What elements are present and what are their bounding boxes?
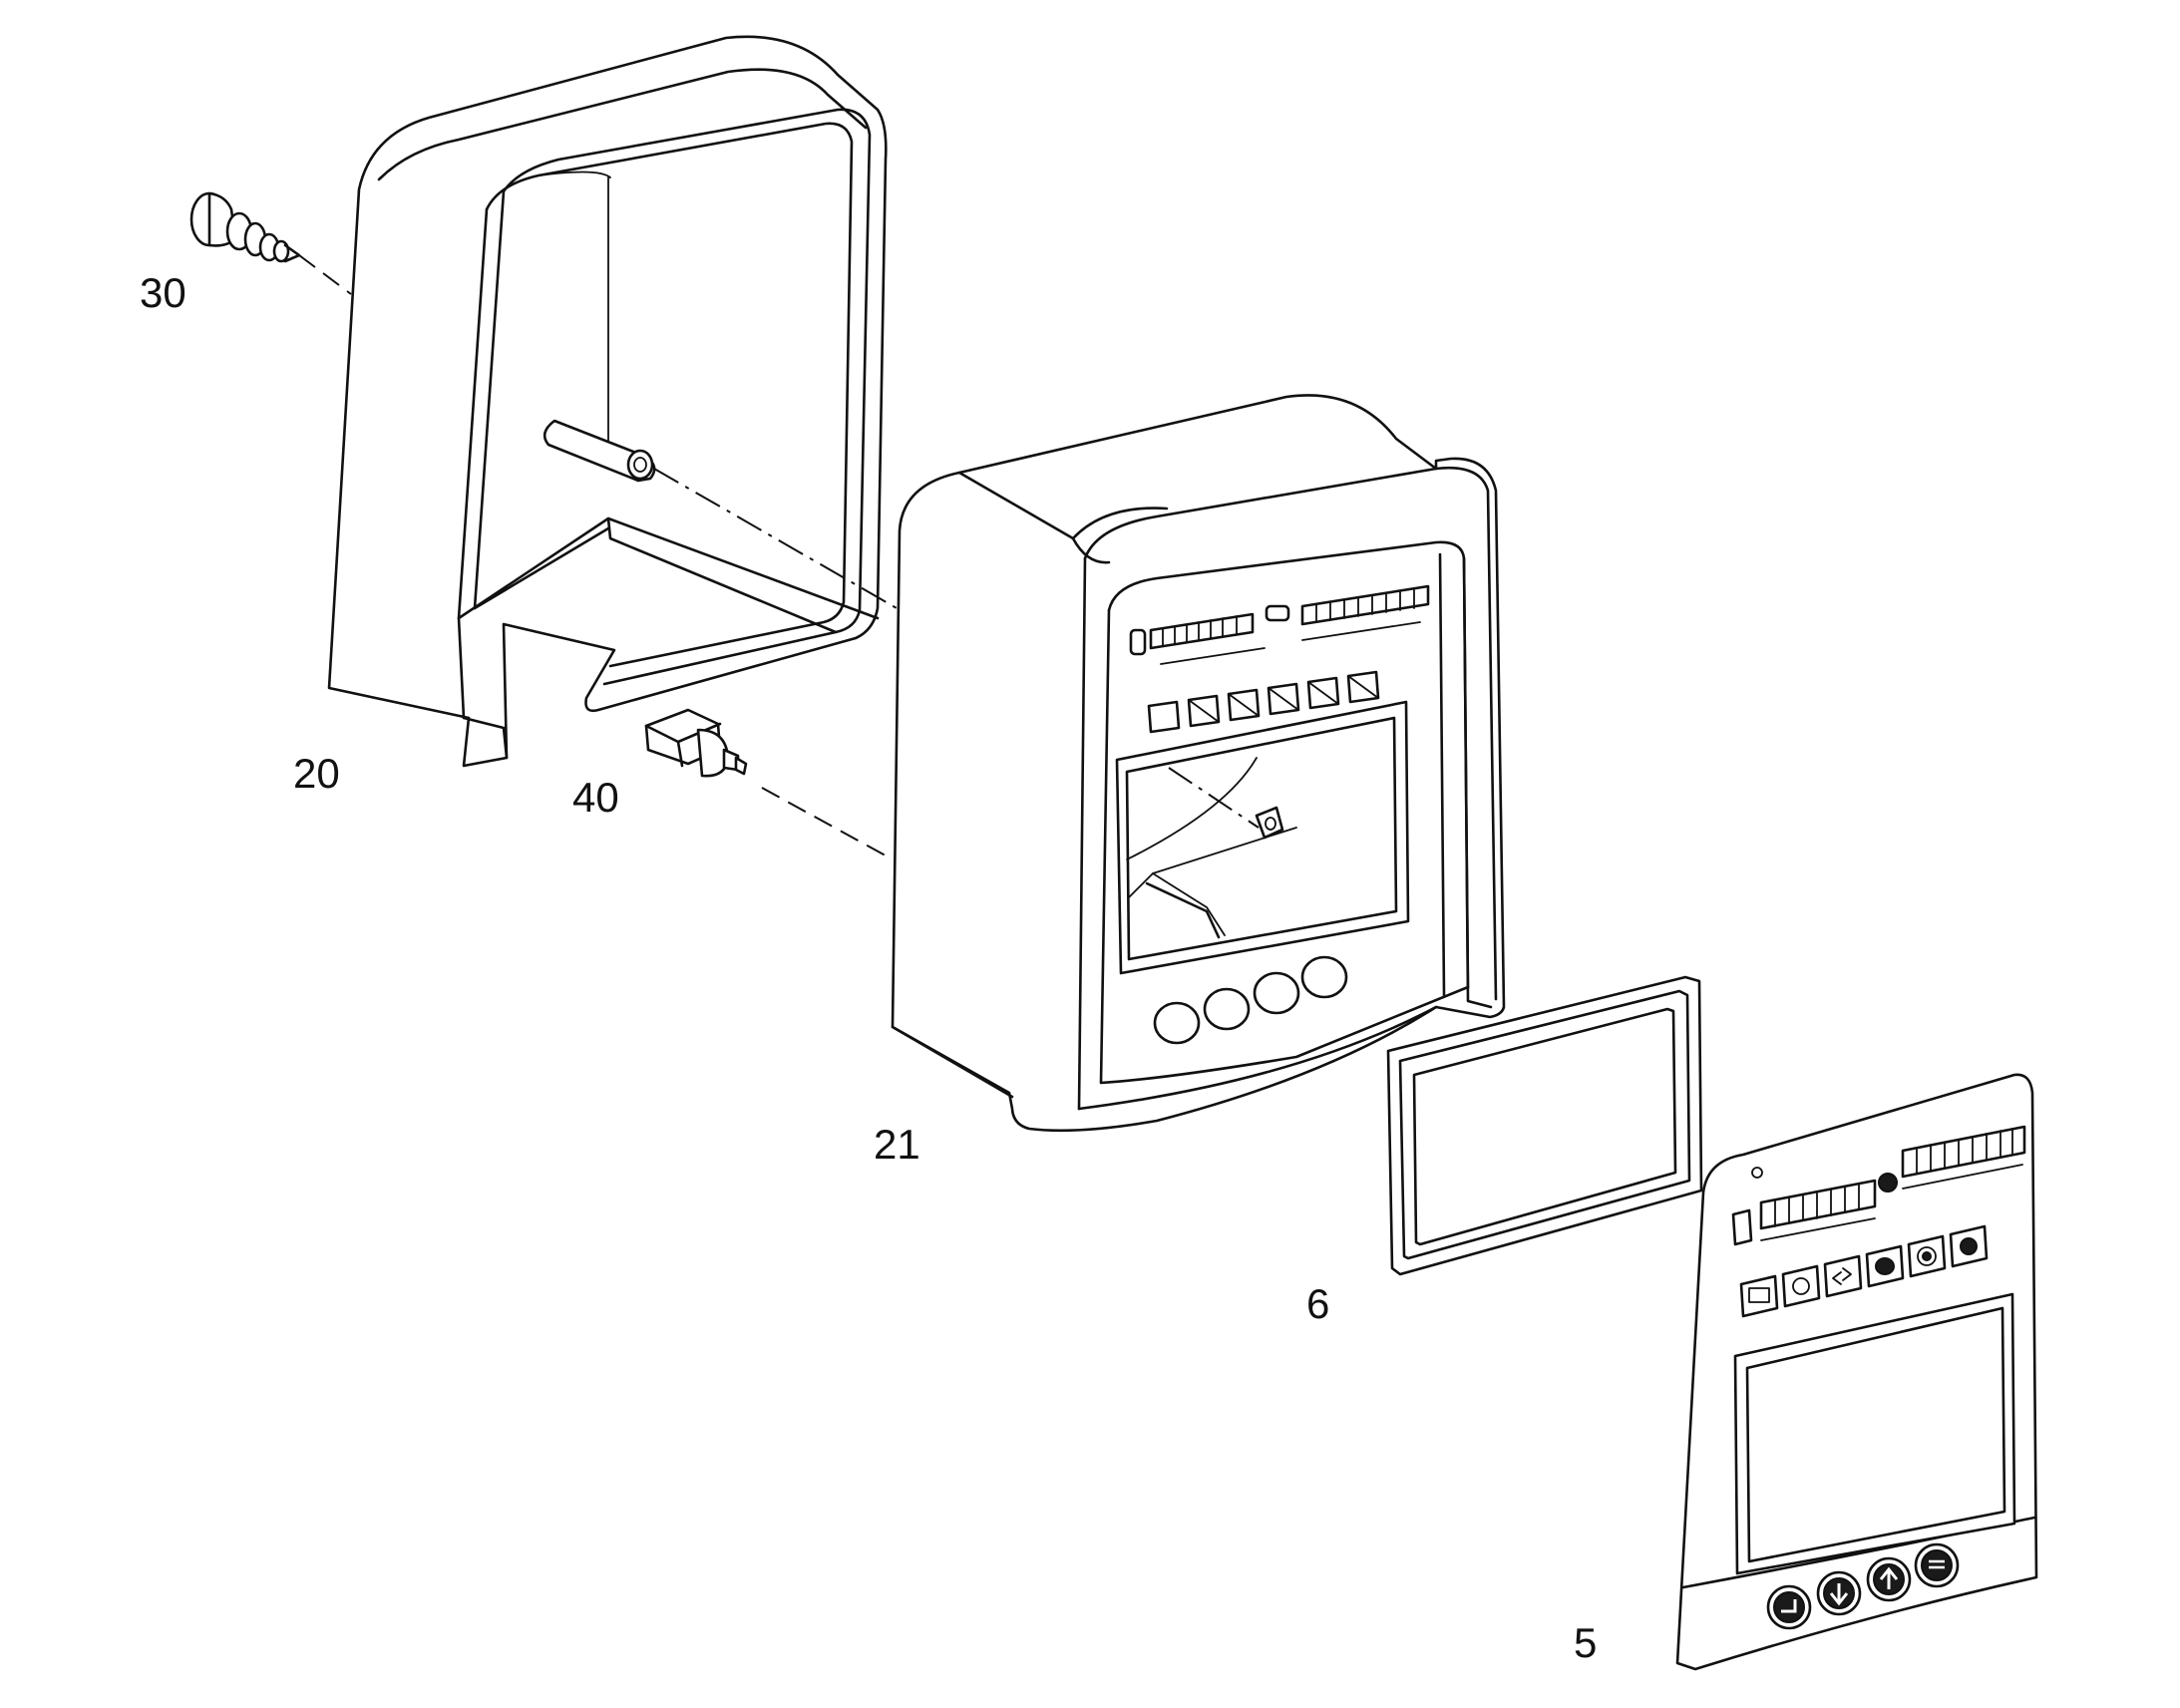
faceplate-control-buttons	[1766, 1542, 1960, 1630]
part-30-screw	[189, 191, 352, 295]
enter-button-icon	[1766, 1584, 1812, 1630]
callout-40: 40	[572, 774, 619, 821]
turn-signal-icon	[1823, 1254, 1863, 1298]
brake-icon	[1865, 1244, 1905, 1288]
callout-20: 20	[293, 750, 340, 797]
menu-button-icon	[1914, 1542, 1960, 1588]
part-6-lens	[1386, 975, 1703, 1276]
faceplate-display-area	[1733, 1292, 2016, 1575]
housing-led-segments	[1129, 584, 1430, 665]
oil-pressure-icon	[1907, 1234, 1947, 1278]
housing-display-window	[1115, 700, 1410, 975]
callout-30: 30	[140, 269, 186, 316]
temperature-gauge-icon	[1878, 1173, 1898, 1193]
callout-5: 5	[1574, 1619, 1597, 1666]
up-arrow-button-icon	[1866, 1556, 1912, 1602]
part-40-connector	[644, 708, 894, 860]
battery-icon	[1739, 1274, 1779, 1318]
fuel-pump-icon	[1731, 1208, 1753, 1246]
air-filter-icon	[1949, 1224, 1989, 1268]
part-21-housing	[891, 394, 1506, 1133]
part-5-faceplate	[1675, 1073, 2038, 1671]
faceplate-led-bars	[1731, 1125, 2026, 1246]
housing-button-holes	[1153, 955, 1348, 1045]
coolant-temperature-icon	[1781, 1264, 1821, 1308]
faceplate-warning-icons	[1739, 1224, 1989, 1318]
callout-21: 21	[874, 1121, 920, 1168]
down-arrow-button-icon	[1816, 1570, 1862, 1616]
part-20-hood	[327, 35, 888, 768]
housing-indicator-windows	[1147, 670, 1380, 734]
callout-6: 6	[1306, 1280, 1329, 1327]
